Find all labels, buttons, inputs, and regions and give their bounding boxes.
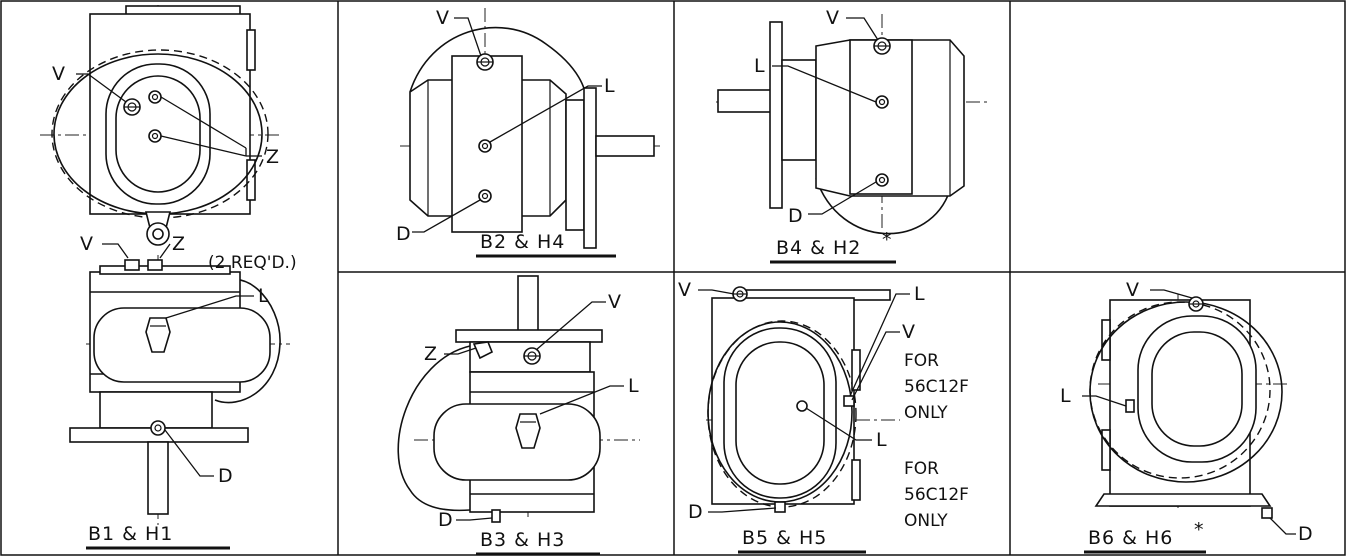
b3-label-l: L: [628, 375, 639, 397]
b4-vent-plug: [873, 37, 891, 55]
panel-b3-h3: V Z L D B3 & H3: [397, 275, 640, 556]
b6-label-d: D: [1298, 523, 1313, 545]
b5-caption: B5 & H5: [742, 527, 827, 549]
b6-label-v: V: [1126, 279, 1139, 301]
b3-vent-plug: [523, 347, 541, 365]
b6-vent-plug: [1188, 296, 1204, 312]
b3-caption: B3 & H3: [480, 529, 565, 551]
b1-side-label-l: L: [258, 285, 269, 307]
b1-side-label-z: Z: [172, 233, 185, 255]
b4-label-l: L: [754, 55, 765, 77]
b1-side-view: V Z (2 REQ'D.) L D: [69, 233, 297, 525]
b6-label-l: L: [1060, 385, 1071, 407]
b5-note-for-1: FOR: [904, 351, 939, 371]
b5-note-only-2: ONLY: [904, 511, 948, 531]
b2-label-v: V: [436, 7, 449, 29]
b2-label-d: D: [396, 223, 411, 245]
b5-label-l-side: L: [876, 429, 887, 451]
b1-top-label-v: V: [52, 63, 65, 85]
b5-vent-plug: [732, 286, 748, 302]
b4-asterisk: *: [882, 229, 892, 251]
b6-caption: B6 & H6: [1088, 527, 1173, 549]
b5-note-model-1: 56C12F: [904, 377, 969, 397]
b4-label-v: V: [826, 7, 839, 29]
b5-label-v: V: [678, 279, 691, 301]
b2-label-l: L: [604, 75, 615, 97]
panel-b5-h5: V L V FOR 56C12F ONLY L FOR 56C12F ONLY …: [678, 279, 969, 554]
b4-label-d: D: [788, 205, 803, 227]
b1-z-quantity-note: (2 REQ'D.): [208, 253, 297, 273]
panel-b4-h2: V L D B4 & H2 *: [716, 7, 988, 264]
b1-vent-plug: [123, 98, 141, 116]
b3-label-v: V: [608, 291, 621, 313]
b5-label-v-side: V: [902, 321, 915, 343]
b4-caption: B4 & H2: [776, 237, 861, 259]
panel-b1-h1: V Z V Z (2 REQ'D.): [40, 5, 297, 550]
b2-caption: B2 & H4: [480, 231, 565, 253]
b5-note-for-2: FOR: [904, 459, 939, 479]
b5-note-only-1: ONLY: [904, 403, 948, 423]
b5-label-l-top: L: [914, 283, 925, 305]
b5-note-model-2: 56C12F: [904, 485, 969, 505]
b1-top-label-z: Z: [266, 146, 279, 168]
b5-label-d: D: [688, 501, 703, 523]
b1-top-view: V Z: [40, 5, 282, 246]
b6-asterisk: *: [1194, 519, 1204, 541]
b1-side-label-d: D: [218, 465, 233, 487]
b3-label-d: D: [438, 509, 453, 531]
b1-side-label-v: V: [80, 233, 93, 255]
panel-b6-h6: V L D B6 & H6 *: [1060, 279, 1313, 554]
b1-caption: B1 & H1: [88, 523, 173, 545]
panel-b2-h4: V L D B2 & H4: [396, 7, 660, 258]
b2-vent-plug: [476, 53, 494, 71]
b3-label-z: Z: [424, 343, 437, 365]
